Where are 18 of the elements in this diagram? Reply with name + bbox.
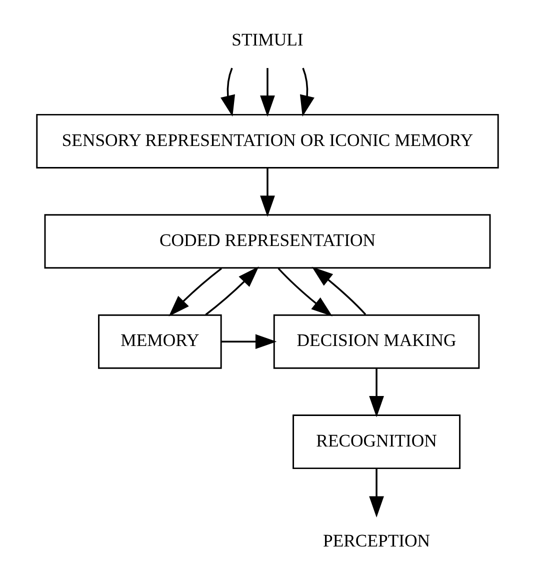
arrow: [368, 468, 384, 518]
node-box: DECISION MAKING: [272, 314, 480, 369]
node-text: STIMULI: [231, 30, 303, 50]
node-box: SENSORY REPRESENTATION OR ICONIC MEMORY: [36, 114, 498, 168]
arrow: [260, 68, 274, 117]
arrow: [204, 266, 258, 316]
arrow: [220, 334, 276, 350]
arrow: [168, 268, 222, 316]
node-box: CODED REPRESENTATION: [44, 214, 490, 269]
node-text: PERCEPTION: [322, 530, 430, 551]
node-box: MEMORY: [98, 314, 222, 369]
arrow: [299, 68, 314, 117]
arrow: [311, 266, 366, 316]
arrow: [260, 168, 274, 217]
node-box: RECOGNITION: [292, 414, 460, 470]
arrow: [220, 68, 235, 117]
arrow: [277, 268, 332, 316]
arrow: [368, 368, 384, 418]
